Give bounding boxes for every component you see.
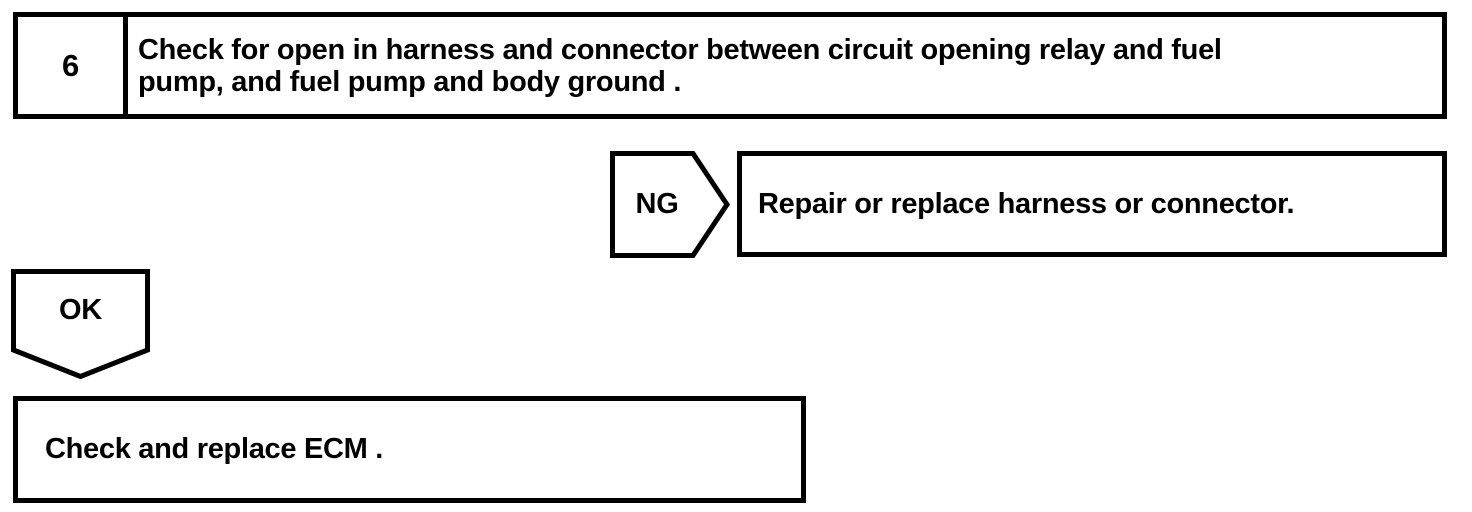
ok-connector-label: OK (59, 293, 102, 326)
step-number: 6 (62, 47, 79, 83)
ok-action-box: Check and replace ECM . (13, 396, 806, 503)
step-instruction-line: Check for open in harness and connector … (138, 33, 1222, 66)
ng-connector: NG (610, 151, 730, 258)
step-number-cell: 6 (18, 17, 128, 114)
step-instruction: Check for open in harness and connector … (128, 17, 1442, 114)
ok-action-text: Check and replace ECM . (45, 433, 383, 465)
ng-action-text: Repair or replace harness or connector. (758, 187, 1295, 220)
ng-connector-label: NG (635, 188, 679, 220)
ng-action-box: Repair or replace harness or connector. (737, 151, 1447, 257)
ok-connector: OK (11, 269, 150, 379)
step-instruction-line: pump, and fuel pump and body ground . (138, 65, 682, 98)
ok-pentagon-shape (11, 269, 150, 379)
step-box: 6 Check for open in harness and connecto… (13, 12, 1447, 119)
ng-pentagon-shape (610, 151, 730, 258)
